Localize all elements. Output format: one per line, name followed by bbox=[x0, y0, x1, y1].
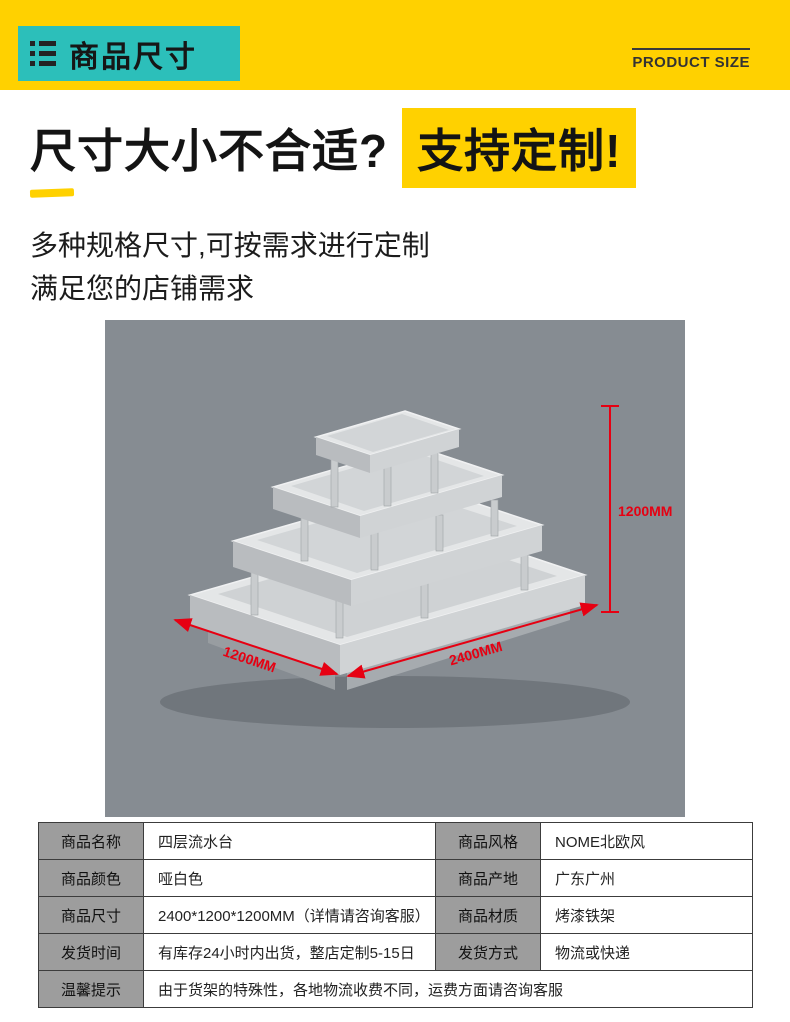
height-dimension bbox=[601, 405, 619, 613]
spec-value: 烤漆铁架 bbox=[540, 896, 753, 934]
hero-heading: 尺寸大小不合适? 支持定制! bbox=[30, 108, 637, 188]
table-row: 商品颜色 哑白色 商品产地 广东广州 bbox=[38, 859, 753, 897]
spec-label: 发货时间 bbox=[38, 933, 144, 971]
spec-table: 商品名称 四层流水台 商品风格 NOME北欧风 商品颜色 哑白色 商品产地 广东… bbox=[38, 822, 753, 1008]
spec-label: 商品尺寸 bbox=[38, 896, 144, 934]
floor-shadow bbox=[160, 676, 630, 728]
spec-value: 2400*1200*1200MM（详情请咨询客服） bbox=[143, 896, 436, 934]
spec-label: 商品风格 bbox=[435, 822, 541, 860]
spec-value: 广东广州 bbox=[540, 859, 753, 897]
table-row: 发货时间 有库存24小时内出货，整店定制5-15日 发货方式 物流或快递 bbox=[38, 933, 753, 971]
table-row: 温馨提示 由于货架的特殊性，各地物流收费不同，运费方面请咨询客服 bbox=[38, 970, 753, 1008]
spec-value: 有库存24小时内出货，整店定制5-15日 bbox=[143, 933, 436, 971]
section-title: 商品尺寸 bbox=[69, 40, 197, 74]
hero-question: 尺寸大小不合适? bbox=[30, 125, 389, 177]
width-dimension-line bbox=[346, 602, 599, 679]
list-icon bbox=[30, 41, 56, 66]
section-title-chip: 商品尺寸 bbox=[18, 26, 240, 81]
hero-description: 多种规格尺寸,可按需求进行定制 满足您的店铺需求 bbox=[30, 224, 430, 311]
spec-value: 由于货架的特殊性，各地物流收费不同，运费方面请咨询客服 bbox=[143, 970, 753, 1008]
spec-value: 物流或快递 bbox=[540, 933, 753, 971]
table-row: 商品尺寸 2400*1200*1200MM（详情请咨询客服） 商品材质 烤漆铁架 bbox=[38, 896, 753, 934]
table-row: 商品名称 四层流水台 商品风格 NOME北欧风 bbox=[38, 822, 753, 860]
depth-dimension-line bbox=[173, 618, 339, 676]
spec-label: 商品名称 bbox=[38, 822, 144, 860]
section-subtitle: PRODUCT SIZE bbox=[632, 48, 750, 71]
spec-label: 商品材质 bbox=[435, 896, 541, 934]
height-dimension-label: 1200MM bbox=[618, 503, 672, 519]
display-stand-drawing: 1200MM 1200MM 2400MM bbox=[160, 405, 672, 728]
hero-desc-line1: 多种规格尺寸,可按需求进行定制 bbox=[30, 230, 430, 261]
spec-label: 商品产地 bbox=[435, 859, 541, 897]
header-banner: 商品尺寸 PRODUCT SIZE bbox=[0, 0, 790, 90]
hero-desc-line2: 满足您的店铺需求 bbox=[30, 273, 255, 305]
accent-underline bbox=[29, 188, 75, 198]
product-render: 1200MM 1200MM 2400MM bbox=[105, 320, 685, 817]
hero-highlight-badge: 支持定制! bbox=[402, 108, 637, 188]
spec-value: NOME北欧风 bbox=[540, 822, 753, 860]
spec-label: 商品颜色 bbox=[38, 859, 144, 897]
spec-value: 哑白色 bbox=[143, 859, 436, 897]
spec-label: 发货方式 bbox=[435, 933, 541, 971]
spec-label: 温馨提示 bbox=[38, 970, 144, 1008]
spec-value: 四层流水台 bbox=[143, 822, 436, 860]
display-stand bbox=[187, 410, 588, 690]
